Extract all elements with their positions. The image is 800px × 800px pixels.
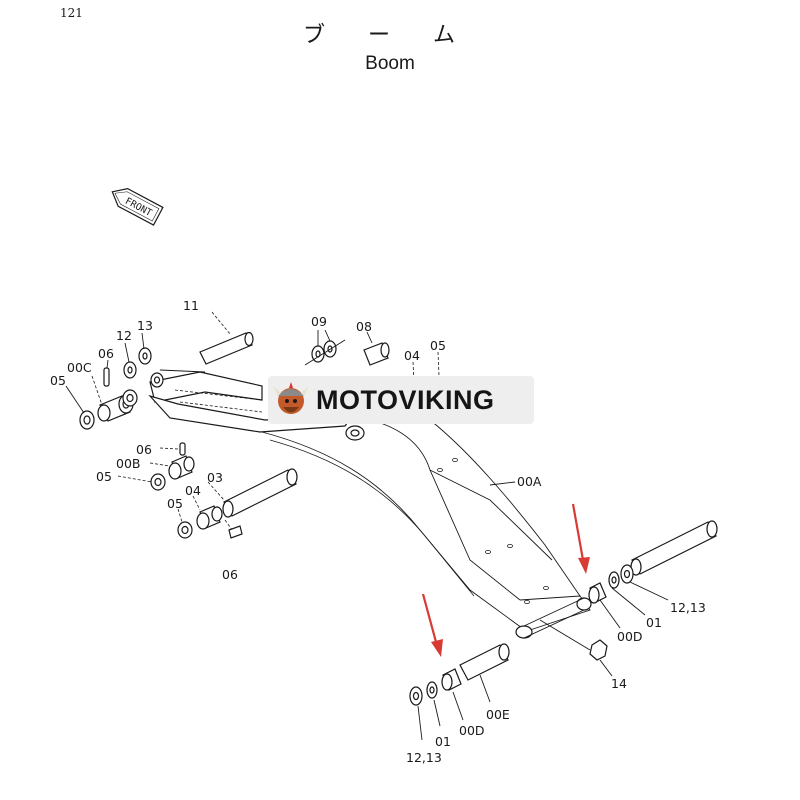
bushing-00B	[168, 455, 195, 480]
label-00D-right: 00D	[617, 629, 643, 644]
label-06-middle: 06	[136, 442, 152, 457]
label-01-bottom: 01	[435, 734, 451, 749]
label-00D-bottom: 00D	[459, 723, 485, 738]
pin-11	[199, 311, 254, 365]
label-04-lower: 04	[185, 483, 201, 498]
bushing-00D-right	[588, 582, 607, 604]
washer-01-bottom	[426, 681, 438, 699]
leader-00A	[489, 481, 516, 486]
pin-06-upper	[103, 359, 110, 387]
washer-12-13-left	[123, 332, 152, 379]
ring-05-middle	[150, 473, 166, 491]
label-05-middle: 05	[96, 469, 112, 484]
title-english: Boom	[365, 53, 415, 74]
leader-01-right	[611, 587, 646, 616]
label-08: 08	[356, 319, 372, 334]
red-arrow-right	[571, 503, 590, 574]
bushing-04-lower	[196, 505, 223, 530]
leader-06-middle	[159, 447, 179, 450]
washer-09	[304, 329, 346, 366]
pin-03	[222, 468, 298, 535]
boom-foot-boss	[122, 369, 206, 407]
label-06-lower: 06	[222, 567, 238, 582]
pin-12-13-right	[630, 520, 718, 576]
label-12-13-right: 12,13	[670, 600, 706, 615]
leader-05-lower	[177, 508, 183, 523]
label-05-upper-left: 05	[50, 373, 66, 388]
leader-01-bottom	[433, 699, 441, 727]
leader-00D-bottom	[452, 691, 464, 721]
label-11: 11	[183, 298, 199, 313]
leader-00D-right	[599, 599, 621, 629]
label-04-upper: 04	[404, 348, 420, 363]
label-00C: 00C	[67, 360, 92, 375]
pin-06-middle	[179, 442, 186, 456]
page-number: 121	[60, 6, 83, 20]
brand-watermark: MOTOVIKING	[268, 376, 534, 424]
leader-12-13-right	[629, 581, 669, 601]
nut-14	[539, 619, 613, 677]
leader-04-lower	[192, 495, 201, 511]
label-03: 03	[207, 470, 223, 485]
label-00E: 00E	[486, 707, 510, 722]
ring-05-upper	[65, 385, 95, 430]
leader-03	[207, 481, 225, 501]
label-05-upper-right: 05	[430, 338, 446, 353]
viking-logo-icon	[273, 382, 309, 414]
washer-12-13-right	[608, 564, 634, 589]
pin-06-lower	[228, 525, 243, 539]
washer-12-13-bottom	[409, 686, 423, 706]
label-12-13-bottom: 12,13	[406, 750, 442, 765]
label-12: 12	[116, 328, 132, 343]
leader-00E	[479, 674, 491, 703]
front-direction-tag: FRONT	[111, 188, 164, 226]
red-arrow-bottom	[421, 593, 443, 657]
label-09: 09	[311, 314, 327, 329]
leader-00B	[149, 462, 171, 467]
leader-05-middle	[117, 475, 153, 483]
bushing-00D-bottom	[441, 668, 462, 691]
pin-08	[363, 331, 390, 366]
part-labels: 11 13 12 06 00C 05 09 08 04 05 06 00B 05…	[50, 298, 706, 765]
label-00B: 00B	[116, 456, 140, 471]
label-00A: 00A	[517, 474, 542, 489]
label-13: 13	[137, 318, 153, 333]
label-06-upper: 06	[98, 346, 114, 361]
label-01-right: 01	[646, 615, 662, 630]
brand-name: MOTOVIKING	[316, 384, 495, 415]
label-05-lower: 05	[167, 496, 183, 511]
leader-12-13-bottom	[417, 705, 423, 741]
title-japanese: ブ ー ム	[303, 23, 473, 48]
ring-05-lower	[177, 521, 193, 539]
label-14: 14	[611, 676, 627, 691]
pin-00E	[459, 643, 510, 681]
